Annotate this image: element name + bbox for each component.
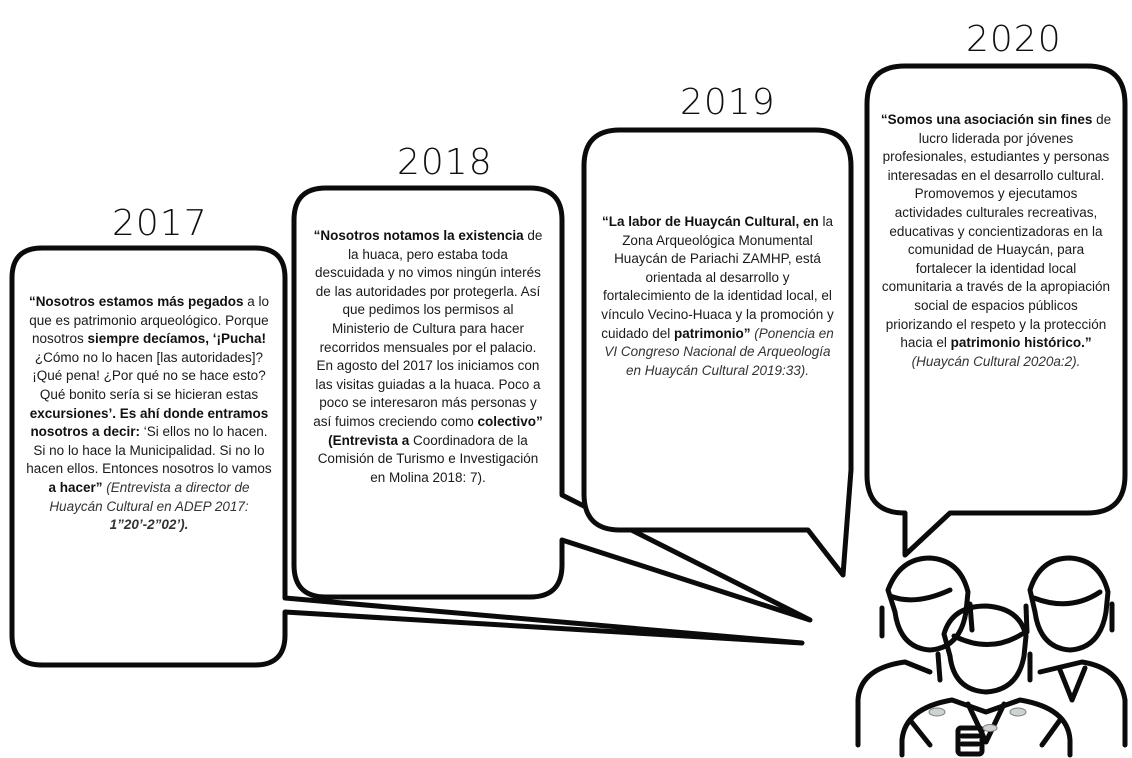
quote-segment: (Huaycán Cultural 2020a:2). xyxy=(911,353,1081,369)
quote-segment: “La labor de Huaycán Cultural, en xyxy=(601,214,819,229)
quote-segment: 1”20’-2”02’). xyxy=(109,517,189,533)
year-label-2020: 2020 xyxy=(966,19,1062,60)
quote-2018: “Nosotros notamos la existencia de la hu… xyxy=(313,227,543,487)
quote-segment: de lucro liderada por jóvenes profesiona… xyxy=(881,112,1112,351)
speech-bubble-2017 xyxy=(9,245,805,668)
quote-segment: ¿Cómo no lo hacen [las autoridades]? ¡Qu… xyxy=(32,349,266,402)
shirt-logo-badges xyxy=(928,707,1027,732)
quote-2017: “Nosotros estamos más pegados a lo que e… xyxy=(24,293,274,535)
quote-segment: a hacer” xyxy=(48,479,103,495)
quote-segment: Coordinadora de la Comisión de Turismo e… xyxy=(317,432,539,485)
year-label-2018: 2018 xyxy=(397,142,493,183)
quote-segment: colectivo” (Entrevista a xyxy=(328,413,543,448)
quote-segment: “Nosotros estamos más pegados xyxy=(28,294,244,309)
quote-segment: siempre decíamos, ‘¡Pucha! xyxy=(87,331,267,347)
quote-segment: “Nosotros notamos la existencia xyxy=(313,228,524,243)
speech-bubble-2019 xyxy=(581,127,854,578)
group-of-people-icon xyxy=(855,555,1128,758)
speech-bubble-2020 xyxy=(864,63,1128,558)
quote-segment: patrimonio histórico.” xyxy=(950,335,1092,351)
quote-segment: la Zona Arqueológica Monumental Huaycán … xyxy=(601,214,834,341)
quote-segment: (Ponencia en VI Congreso Nacional de Arq… xyxy=(604,325,834,378)
quote-2020: “Somos una asociación sin fines de lucro… xyxy=(880,111,1112,371)
quote-segment: excursiones’. Es ahí donde entramos noso… xyxy=(29,405,269,440)
year-label-2017: 2017 xyxy=(112,203,208,244)
quote-segment: de la huaca, pero estaba toda descuidada… xyxy=(313,228,543,429)
quote-segment: (Entrevista a director de Huaycán Cultur… xyxy=(49,479,250,514)
quote-segment: ‘Si ellos no lo hacen. Si no lo hace la … xyxy=(26,424,272,477)
speech-bubble-2018 xyxy=(291,185,813,623)
quote-2019: “La labor de Huaycán Cultural, en la Zon… xyxy=(600,213,835,380)
quote-segment: patrimonio” xyxy=(674,325,751,341)
year-label-2019: 2019 xyxy=(680,82,776,123)
quote-segment: a lo que es patrimonio arqueológico. Por… xyxy=(29,294,270,347)
quote-segment: “Somos una asociación sin fines xyxy=(880,112,1093,127)
